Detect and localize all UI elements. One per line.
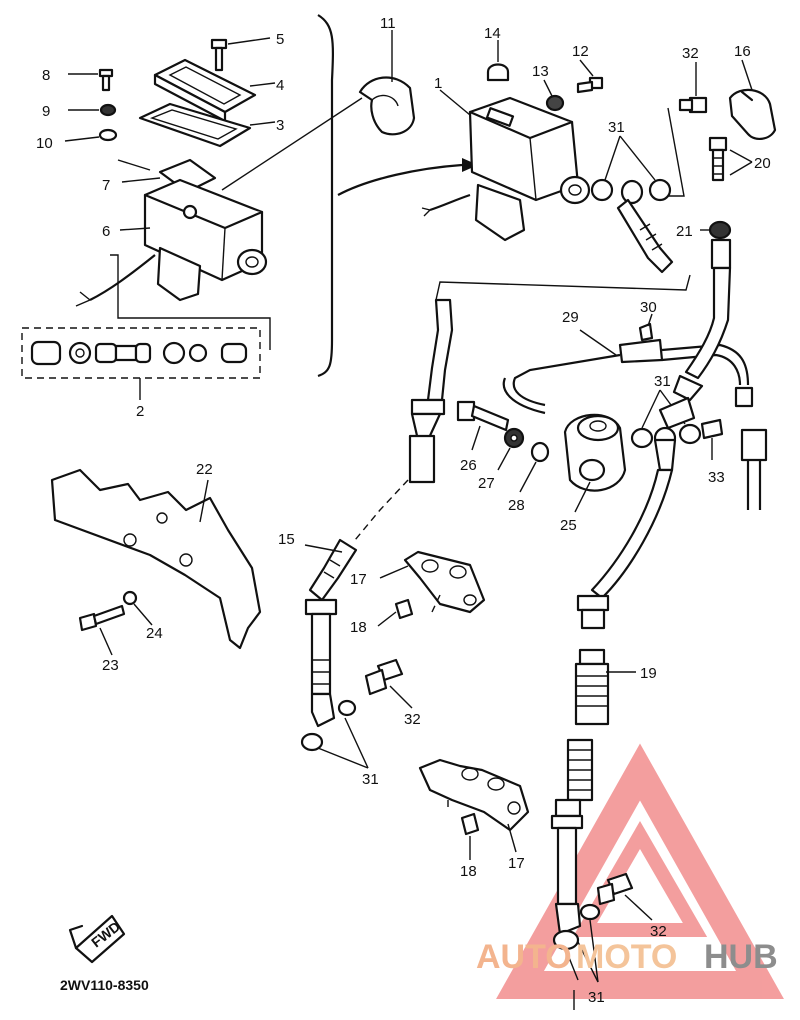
- brackets: [50, 468, 530, 860]
- callout-18-lower: 18: [460, 863, 477, 880]
- callout-26: 26: [460, 457, 477, 474]
- callout-13: 13: [532, 63, 549, 80]
- callout-10: 10: [36, 135, 53, 152]
- callout-2: 2: [136, 403, 144, 420]
- callout-30: 30: [640, 299, 657, 316]
- callout-3: 3: [276, 117, 284, 134]
- watermark-part1: AUTO: [476, 938, 572, 976]
- callout-18-upper: 18: [350, 619, 367, 636]
- callout-33: 33: [708, 469, 725, 486]
- callout-8: 8: [42, 67, 50, 84]
- callout-32-lower: 32: [650, 923, 667, 940]
- callout-31-top: 31: [608, 119, 625, 136]
- callout-12: 12: [572, 43, 589, 60]
- callout-31-lower: 31: [588, 989, 605, 1006]
- callout-27: 27: [478, 475, 495, 492]
- clamp-11: [221, 30, 416, 191]
- callout-31-left: 31: [362, 771, 379, 788]
- left-master-cylinder-assembly: [21, 37, 276, 400]
- drawing-code: 2WV110-8350: [60, 977, 149, 993]
- watermark-wordmark: AUTO MOTO HUB: [476, 938, 778, 976]
- watermark-part3: HUB: [704, 938, 778, 976]
- piston-kit: [30, 340, 248, 366]
- brake-hoses: [300, 238, 768, 1010]
- exploded-arrow: [337, 163, 463, 196]
- callout-25: 25: [560, 517, 577, 534]
- callout-15: 15: [278, 531, 295, 548]
- callout-23: 23: [102, 657, 119, 674]
- callout-32-mid: 32: [404, 711, 421, 728]
- leader-lines: [435, 274, 691, 301]
- callout-9: 9: [42, 103, 50, 120]
- callout-28: 28: [508, 497, 525, 514]
- callout-20: 20: [754, 155, 771, 172]
- callout-5: 5: [276, 31, 284, 48]
- callout-24: 24: [146, 625, 163, 642]
- callout-32-top: 32: [682, 45, 699, 62]
- callout-1: 1: [434, 75, 442, 92]
- callout-6: 6: [102, 223, 110, 240]
- callout-7: 7: [102, 177, 110, 194]
- assembly-separator: [317, 14, 334, 378]
- front-direction-badge: FWD: [68, 914, 126, 964]
- callout-31-mid: 31: [654, 373, 671, 390]
- callout-19: 19: [640, 665, 657, 682]
- callout-labels: 5 4 3 8 9 10 7 6 2 11 14 12 13 1 31 32 1…: [36, 15, 771, 1006]
- callout-17-lower: 17: [508, 855, 525, 872]
- callout-22: 22: [196, 461, 213, 478]
- callout-29: 29: [562, 309, 579, 326]
- callout-16: 16: [734, 43, 751, 60]
- watermark-part2: MOTO: [576, 938, 677, 976]
- callout-14: 14: [484, 25, 501, 42]
- right-master-cylinder: [421, 40, 777, 274]
- callout-4: 4: [276, 77, 284, 94]
- callout-11: 11: [380, 15, 396, 32]
- callout-21: 21: [676, 223, 693, 240]
- callout-17-upper: 17: [350, 571, 367, 588]
